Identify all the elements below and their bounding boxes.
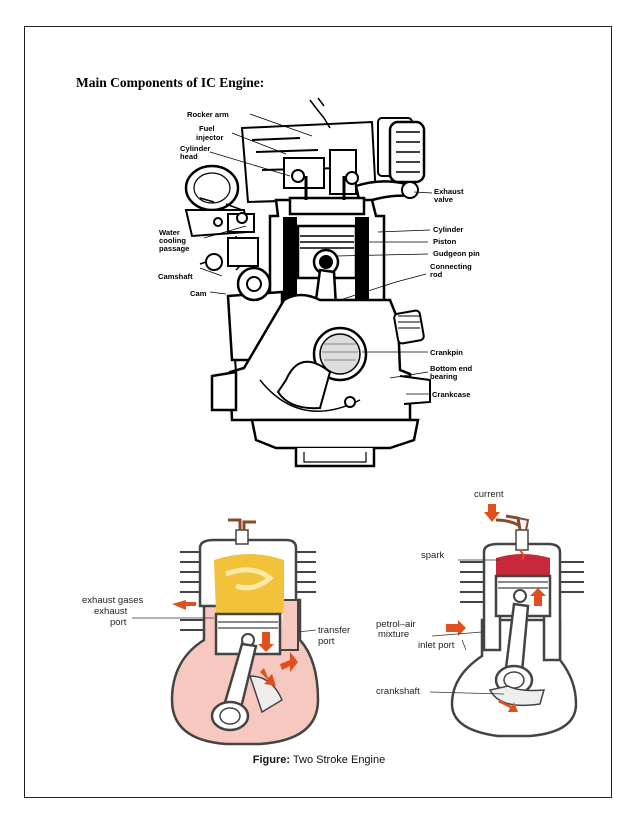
engine-labels: Rocker arm Fuel injector Cylinder head E… [158, 110, 480, 399]
label-spark: spark [421, 550, 444, 561]
label-gudgeon-pin: Gudgeon pin [433, 249, 480, 258]
figure-caption: Figure: Two Stroke Engine [0, 754, 638, 766]
two-stroke-left-diagram [170, 518, 320, 746]
label-exhaust-valve-1: Exhaust [434, 187, 464, 196]
two-stroke-right-diagram [446, 504, 584, 738]
label-current: current [474, 489, 504, 500]
two-stroke-right-labels: current spark petrol–air mixture inlet p… [376, 489, 504, 697]
figure-caption-prefix: Figure: [252, 754, 291, 766]
two-stroke-left-leaders [132, 617, 317, 633]
label-connecting-rod-1: Connecting [430, 262, 472, 271]
label-inlet-port: inlet port [418, 640, 455, 651]
label-transfer-port-2: port [318, 636, 335, 647]
label-piston: Piston [433, 237, 457, 246]
label-cylinder-head-1: Cylinder [180, 144, 210, 153]
label-exhaust-gases: exhaust gases [82, 595, 144, 606]
label-water-cooling-3: passage [159, 244, 189, 253]
label-bottom-end-2: bearing [430, 372, 458, 381]
label-rocker-arm: Rocker arm [187, 110, 229, 119]
label-water-cooling-2: cooling [159, 236, 186, 245]
label-bottom-end-1: Bottom end [430, 364, 473, 373]
label-water-cooling-1: Water [159, 228, 180, 237]
label-connecting-rod-2: rod [430, 270, 443, 279]
page-border [24, 26, 612, 798]
label-cylinder-head-2: head [180, 152, 198, 161]
two-stroke-left-labels: exhaust gases exhaust port transfer port [82, 595, 350, 647]
ic-engine-diagram [184, 97, 431, 468]
label-crankcase: Crankcase [432, 390, 470, 399]
label-petrol-air-2: mixture [378, 629, 409, 640]
label-exhaust-port-1: exhaust [94, 606, 128, 617]
engine-leader-lines [199, 113, 433, 395]
two-stroke-right-leaders [429, 559, 505, 695]
label-crankshaft: crankshaft [376, 686, 420, 697]
section-heading: Main Components of IC Engine: [76, 75, 265, 90]
label-crankpin: Crankpin [430, 348, 463, 357]
label-exhaust-valve-2: valve [434, 195, 453, 204]
label-fuel-injector-2: injector [196, 133, 223, 142]
label-fuel-injector-1: Fuel [199, 124, 215, 133]
label-cylinder: Cylinder [433, 225, 463, 234]
label-cam: Cam [190, 289, 207, 298]
figure-caption-text: Two Stroke Engine [290, 754, 386, 766]
label-transfer-port-1: transfer [318, 625, 350, 636]
label-camshaft: Camshaft [158, 272, 193, 281]
label-petrol-air-1: petrol–air [376, 619, 416, 630]
label-exhaust-port-2: port [110, 617, 127, 628]
